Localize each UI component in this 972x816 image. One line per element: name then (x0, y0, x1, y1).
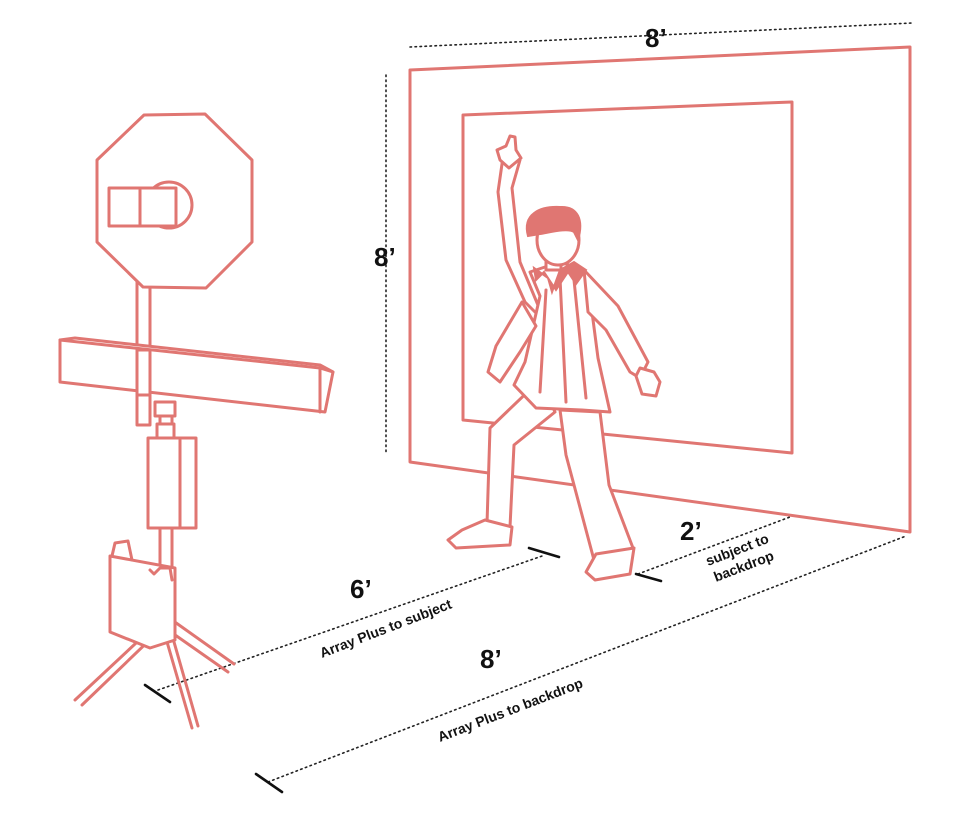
array-to-backdrop-value: 8’ (480, 644, 502, 674)
led-bar (58, 336, 335, 414)
raised-hand (495, 134, 523, 170)
sandbag-handle-left (110, 539, 134, 562)
hair (525, 205, 582, 243)
shirt-collar (532, 260, 588, 296)
backdrop-height-label: 8’ (374, 242, 396, 272)
backdrop-width-line (409, 22, 913, 48)
array-subject-tick (143, 683, 172, 704)
array-to-subject-line (157, 554, 546, 691)
tripod-leg-center (163, 633, 194, 730)
array-backdrop-tick (254, 772, 284, 794)
lower-arm (486, 300, 538, 384)
sandbag (108, 554, 177, 650)
subject-figure (446, 134, 662, 582)
array-to-backdrop-line (267, 535, 907, 783)
array-to-subject-label: Array Plus to subject (317, 596, 454, 661)
subject-back-tick (634, 572, 663, 583)
stand-clamp (153, 400, 177, 418)
backdrop-width-label: 8’ (645, 23, 667, 53)
tripod-leg-center-inner (170, 633, 200, 728)
front-shoe (584, 546, 636, 582)
sandbag-handle-right (148, 566, 174, 582)
pole-through-bar (135, 348, 152, 397)
battery-pack (146, 436, 198, 530)
array-to-subject-value: 6’ (350, 574, 372, 604)
array-to-backdrop-label: Array Plus to backdrop (435, 675, 585, 745)
back-shoe (446, 518, 514, 550)
subject-front-tick (527, 546, 561, 559)
light-mount (107, 186, 178, 228)
right-hand (634, 366, 662, 398)
dimension-lines (143, 22, 913, 794)
array-plus-light (58, 112, 335, 730)
subject-to-backdrop-value: 2’ (680, 516, 702, 546)
tripod-leg-right (170, 618, 236, 666)
backdrop (408, 45, 912, 534)
backdrop-inner-frame (461, 100, 794, 455)
subject-to-backdrop-line (637, 516, 791, 575)
tripod-leg-right-inner (166, 628, 230, 674)
backdrop-outer-frame (408, 45, 912, 534)
